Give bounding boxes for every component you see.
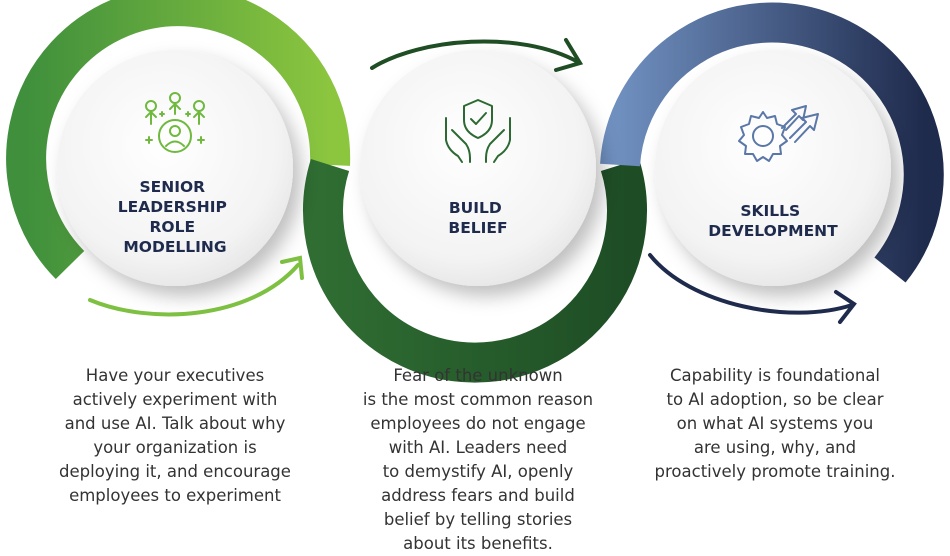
stage-1-title: SENIOR LEADERSHIP ROLE MODELLING [118,178,233,256]
stage-2-description-line: belief by telling stories [383,510,573,529]
stage-2-description: Fear of the unknown is the most common r… [338,364,618,556]
arrow-2 [370,38,584,72]
stage-1-description-line: deploying it, and encourage [59,462,291,481]
stage-3-description-line: Capability is foundational [669,366,881,385]
stage-2-disc [360,50,596,286]
stage-3-description-line: on what AI systems you [676,414,874,433]
arrow-1 [88,255,304,317]
stage-1-description-line: actively experiment with [72,390,278,409]
stage-2-description-line: is the most common reason [362,390,594,409]
stage-3-description: Capability is foundational to AI adoptio… [630,364,920,484]
stage-1-description-line: your organization is [93,438,257,457]
stage-2-description-line: address fears and build [381,486,575,505]
stage-3-description-line: to AI adoption, so be clear [666,390,884,409]
stage-2-description-line: employees do not engage [370,414,586,433]
stage-2-title: BUILD BELIEF [448,199,507,237]
hands-shield-check-icon [445,99,511,163]
stage-3-disc [655,50,891,286]
stage-1-description-line: Have your executives [85,366,265,385]
stage-2-description-line: to demystify AI, openly [382,462,574,481]
gear-growth-arrows-icon [738,105,819,162]
stage-1-description: Have your executives actively experiment… [30,364,320,508]
arrow-3 [648,253,857,324]
stage-2-description-line: with AI. Leaders need [388,438,568,457]
stage-2-description-line: about its benefits. [403,534,553,553]
stage-1-description-line: and use AI. Talk about why [64,414,286,433]
ring-3-band [600,2,944,283]
stage-1-disc [57,50,293,286]
leader-network-icon [145,92,205,153]
stage-3-description-line: proactively promote training. [654,462,896,481]
ring-1-band [6,0,351,280]
stage-1-description-line: employees to experiment [69,486,281,505]
stage-2-description-line: Fear of the unknown [393,366,563,385]
stage-3-title: SKILLS DEVELOPMENT [708,202,838,240]
stage-3-description-line: are using, why, and [693,438,857,457]
ring-2-band [303,159,647,383]
